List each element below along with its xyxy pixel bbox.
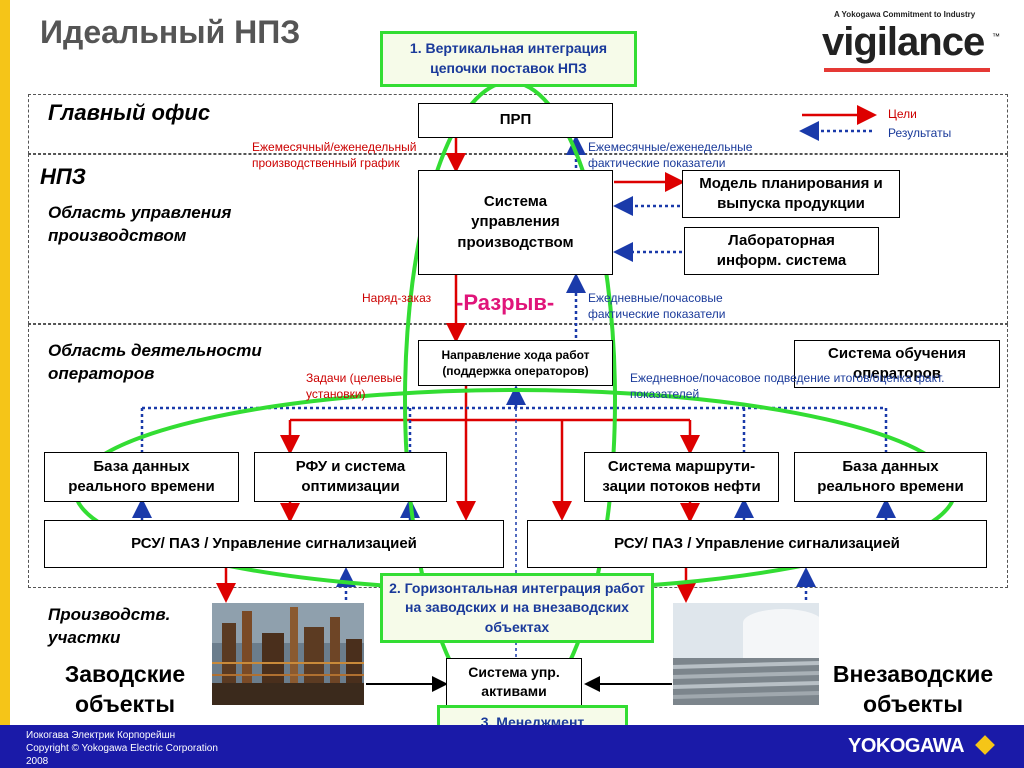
monthly-actuals-label: Ежемесячные/еженедельные фактические пок…: [588, 140, 753, 171]
footer-bar: [0, 725, 1024, 768]
training-box[interactable]: Система обучения операторов: [794, 340, 1000, 388]
logo-wordmark: vigilance: [822, 20, 985, 64]
head-office-title: Главный офис: [48, 100, 211, 125]
footer-copyright: Copyright © Yokogawa Electric Corporatio…: [26, 743, 218, 754]
horizontal-integration-callout: 2. Горизонтальная интеграция работ на за…: [380, 573, 654, 643]
daily-actuals-label: Ежедневные/почасовые фактические показат…: [588, 291, 726, 322]
accent-bar: [0, 0, 10, 725]
offsite-objects-title: Внезаводские объекты: [832, 661, 994, 717]
work-direction-box[interactable]: Направление хода работ (поддержка операт…: [418, 340, 613, 386]
production-sites-title: Производств. участки: [48, 605, 171, 647]
dcs-right-box[interactable]: РСУ/ ПАЗ / Управление сигнализацией: [527, 520, 987, 568]
tank-farm-illustration: [673, 603, 819, 705]
routing-box[interactable]: Система маршрути-зации потоков нефти: [584, 452, 779, 502]
footer-company: Иокогава Электрик Корпорейшн: [26, 730, 176, 741]
vertical-integration-callout: 1. Вертикальная интеграция цепочки поста…: [380, 31, 637, 87]
footer-text: Иокогава Электрик Корпорейшн Copyright ©…: [26, 729, 218, 768]
refinery-illustration: [212, 603, 364, 705]
dcs-left-box[interactable]: РСУ/ ПАЗ / Управление сигнализацией: [44, 520, 504, 568]
refinery-zone: [28, 154, 1008, 324]
refinery-title: НПЗ: [40, 164, 86, 189]
planning-box[interactable]: Модель планирования и выпуска продукции: [682, 170, 900, 218]
monthly-schedule-label: Ежемесячный/еженедельный производственны…: [252, 140, 417, 171]
refinery-photo: [212, 603, 364, 705]
logo-trademark: ™: [992, 32, 1000, 41]
plant-objects-title: Заводские объекты: [64, 661, 186, 717]
rtdb-left-box[interactable]: База данных реального времени: [44, 452, 239, 502]
daily-summary-label: Ежедневное/почасовое подведение итогов/о…: [630, 371, 945, 402]
yokogawa-logo: YOKOGAWA: [848, 735, 965, 757]
work-order-label: Наряд-заказ: [362, 291, 432, 305]
tasks-label: Задачи (целевые установки): [306, 371, 402, 402]
rfu-box[interactable]: РФУ и система оптимизации: [254, 452, 447, 502]
mes-box[interactable]: Система управления производством: [418, 170, 613, 275]
legend-results-label: Результаты: [888, 126, 952, 140]
footer-year: 2008: [26, 756, 49, 767]
logo-stripe: [824, 68, 990, 72]
production-mgmt-title: Область управления производством: [48, 203, 232, 245]
asset-mgmt-box[interactable]: Система упр. активами: [446, 658, 582, 706]
gap-label: -Разрыв-: [456, 290, 555, 315]
head-office-zone: [28, 94, 1008, 154]
offsite-photo: [673, 603, 819, 705]
logo-tagline: A Yokogawa Commitment to Industry: [834, 10, 976, 19]
prp-box[interactable]: ПРП: [418, 103, 613, 138]
page-title: Идеальный НПЗ: [40, 14, 301, 50]
lims-box[interactable]: Лабораторная информ. система: [684, 227, 879, 275]
vigilance-logo: A Yokogawa Commitment to Industry vigila…: [822, 10, 1002, 72]
operators-area-title: Область деятельности операторов: [48, 341, 262, 383]
legend-goals-label: Цели: [888, 107, 917, 121]
rtdb-right-box[interactable]: База данных реального времени: [794, 452, 987, 502]
